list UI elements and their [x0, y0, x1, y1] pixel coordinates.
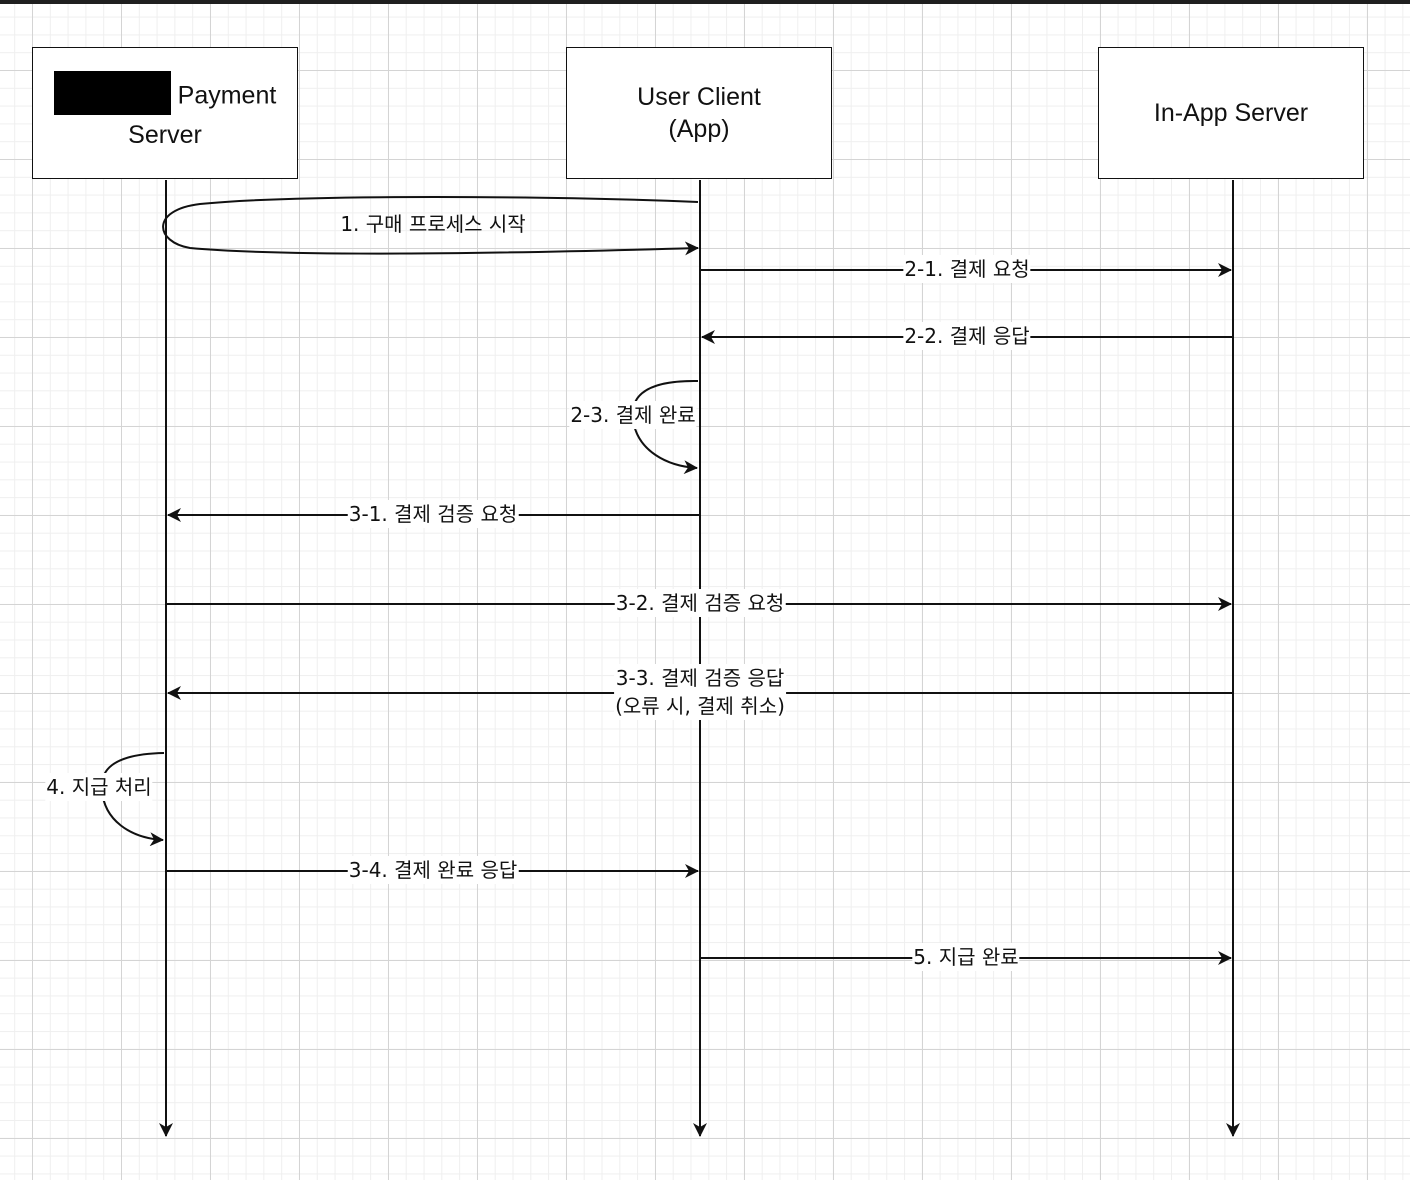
- participant-payment-server: Payment Server: [32, 47, 298, 179]
- payment-server-label-1: Payment: [177, 81, 277, 110]
- participant-user-client: User Client (App): [566, 47, 832, 179]
- user-client-label-1: User Client: [637, 83, 761, 111]
- label-grant-complete: 5. 지급 완료: [912, 943, 1020, 971]
- label-complete-response: 3-4. 결제 완료 응답: [347, 856, 519, 884]
- inapp-server-label: In-App Server: [1153, 99, 1309, 127]
- payment-server-label-2: Server: [128, 121, 202, 149]
- label-grant-process: 4. 지급 처리: [45, 773, 153, 801]
- label-verify-response: 3-3. 결제 검증 응답 (오류 시, 결제 취소): [614, 664, 786, 720]
- label-payment-response: 2-2. 결제 응답: [903, 322, 1031, 350]
- arrow-start-purchase: [162, 196, 699, 256]
- label-start-purchase: 1. 구매 프로세스 시작: [340, 212, 526, 236]
- user-client-label-2: (App): [668, 115, 730, 143]
- label-verify-request-server: 3-2. 결제 검증 요청: [614, 589, 786, 617]
- window-top-border: [0, 0, 1410, 4]
- label-payment-request: 2-1. 결제 요청: [903, 255, 1031, 283]
- label-verify-response-line1: 3-3. 결제 검증 응답: [615, 666, 785, 690]
- label-verify-request-client: 3-1. 결제 검증 요청: [347, 500, 519, 528]
- label-payment-complete: 2-3. 결제 완료: [569, 401, 697, 429]
- label-verify-response-line2: (오류 시, 결제 취소): [615, 694, 785, 718]
- participant-inapp-server: In-App Server: [1098, 47, 1364, 179]
- redaction-block: [53, 71, 171, 115]
